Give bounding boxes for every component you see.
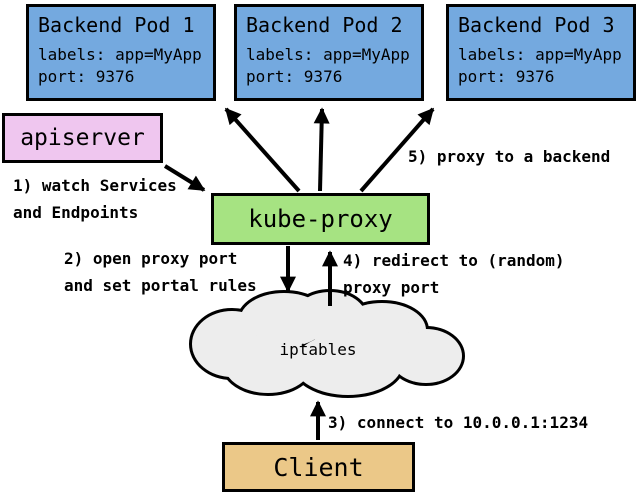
iptables-cloud-label: iptables bbox=[279, 340, 357, 359]
backend-pod-1-labels: labels: app=MyApp bbox=[38, 45, 202, 64]
backend-pod-1-port: port: 9376 bbox=[38, 67, 135, 86]
arrow-kubeproxy-to-pod3 bbox=[359, 107, 435, 193]
backend-pod-2-box: Backend Pod 2 labels: app=MyApp port: 93… bbox=[234, 4, 424, 101]
annotation-step4-redirect: 4) redirect to (random) proxy port bbox=[343, 251, 565, 297]
arrow-apiserver-to-kubeproxy bbox=[163, 164, 206, 192]
backend-pod-3-title: Backend Pod 3 bbox=[458, 13, 615, 37]
kube-proxy-box: kube-proxy bbox=[211, 193, 430, 245]
annotation-step5-proxy-to-backend: 5) proxy to a backend bbox=[408, 147, 611, 166]
client-box: Client bbox=[222, 442, 415, 492]
backend-pod-3-labels: labels: app=MyApp bbox=[458, 45, 622, 64]
arrow-kubeproxy-to-pod2 bbox=[313, 107, 330, 192]
backend-pod-2-labels: labels: app=MyApp bbox=[246, 45, 410, 64]
backend-pod-2-port: port: 9376 bbox=[246, 67, 343, 86]
backend-pod-2-title: Backend Pod 2 bbox=[246, 13, 403, 37]
arrow-kubeproxy-to-pod1 bbox=[224, 107, 301, 193]
apiserver-box: apiserver bbox=[2, 113, 163, 163]
backend-pod-1-box: Backend Pod 1 labels: app=MyApp port: 93… bbox=[26, 4, 216, 101]
iptables-cloud bbox=[189, 289, 465, 398]
backend-pod-1-title: Backend Pod 1 bbox=[38, 13, 195, 37]
annotation-step3-connect: 3) connect to 10.0.0.1:1234 bbox=[328, 413, 589, 432]
annotation-step2-open-proxy-port: 2) open proxy port and set portal rules bbox=[64, 249, 257, 295]
annotation-step1-watch-services: 1) watch Services and Endpoints bbox=[13, 176, 177, 222]
backend-pod-3-box: Backend Pod 3 labels: app=MyApp port: 93… bbox=[446, 4, 636, 101]
backend-pod-3-port: port: 9376 bbox=[458, 67, 555, 86]
